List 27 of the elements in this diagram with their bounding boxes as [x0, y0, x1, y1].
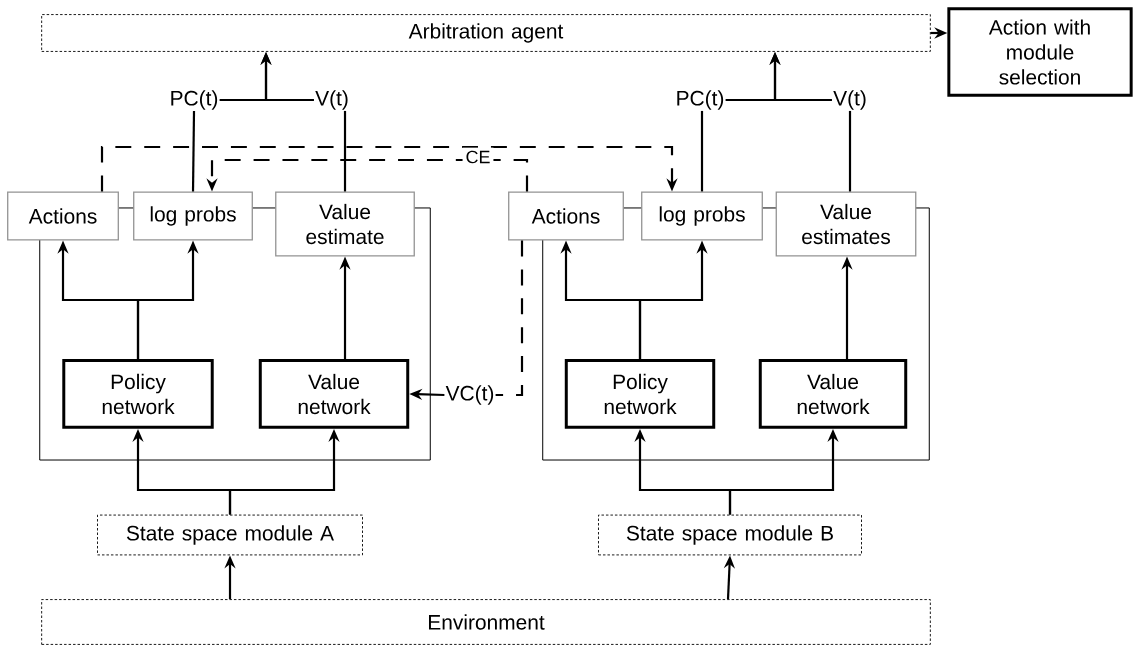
signal-label: V(t) — [832, 89, 868, 111]
network-box: Value network — [758, 359, 908, 429]
signal-label: VC(t) — [444, 384, 496, 406]
output-box: Value estimate — [275, 191, 415, 257]
result-box: Action with module selection — [947, 7, 1133, 97]
input-box: State space module B — [598, 514, 862, 556]
dashed-line — [495, 240, 524, 397]
dashed-arrow — [100, 145, 678, 192]
signal-label: V(t) — [314, 89, 350, 111]
edge-label: CE — [462, 147, 494, 167]
signal-label: PC(t) — [674, 89, 726, 111]
network-box: Policy network — [564, 359, 716, 429]
connector-line — [700, 110, 704, 192]
signal-label: PC(t) — [168, 89, 220, 111]
output-box: log probs — [641, 191, 763, 241]
connector-line — [848, 110, 852, 192]
connector-line — [343, 110, 347, 192]
agent-box: Arbitration agent — [41, 14, 931, 52]
output-box: Actions — [7, 191, 119, 241]
output-box: Value estimates — [775, 191, 917, 257]
network-box: Value network — [258, 359, 410, 429]
connector-line — [191, 110, 196, 192]
environment-box: Environment — [41, 599, 931, 645]
network-box: Policy network — [62, 359, 214, 429]
input-box: State space module A — [97, 514, 363, 556]
output-box: Actions — [508, 191, 624, 241]
output-box: log probs — [133, 191, 253, 241]
